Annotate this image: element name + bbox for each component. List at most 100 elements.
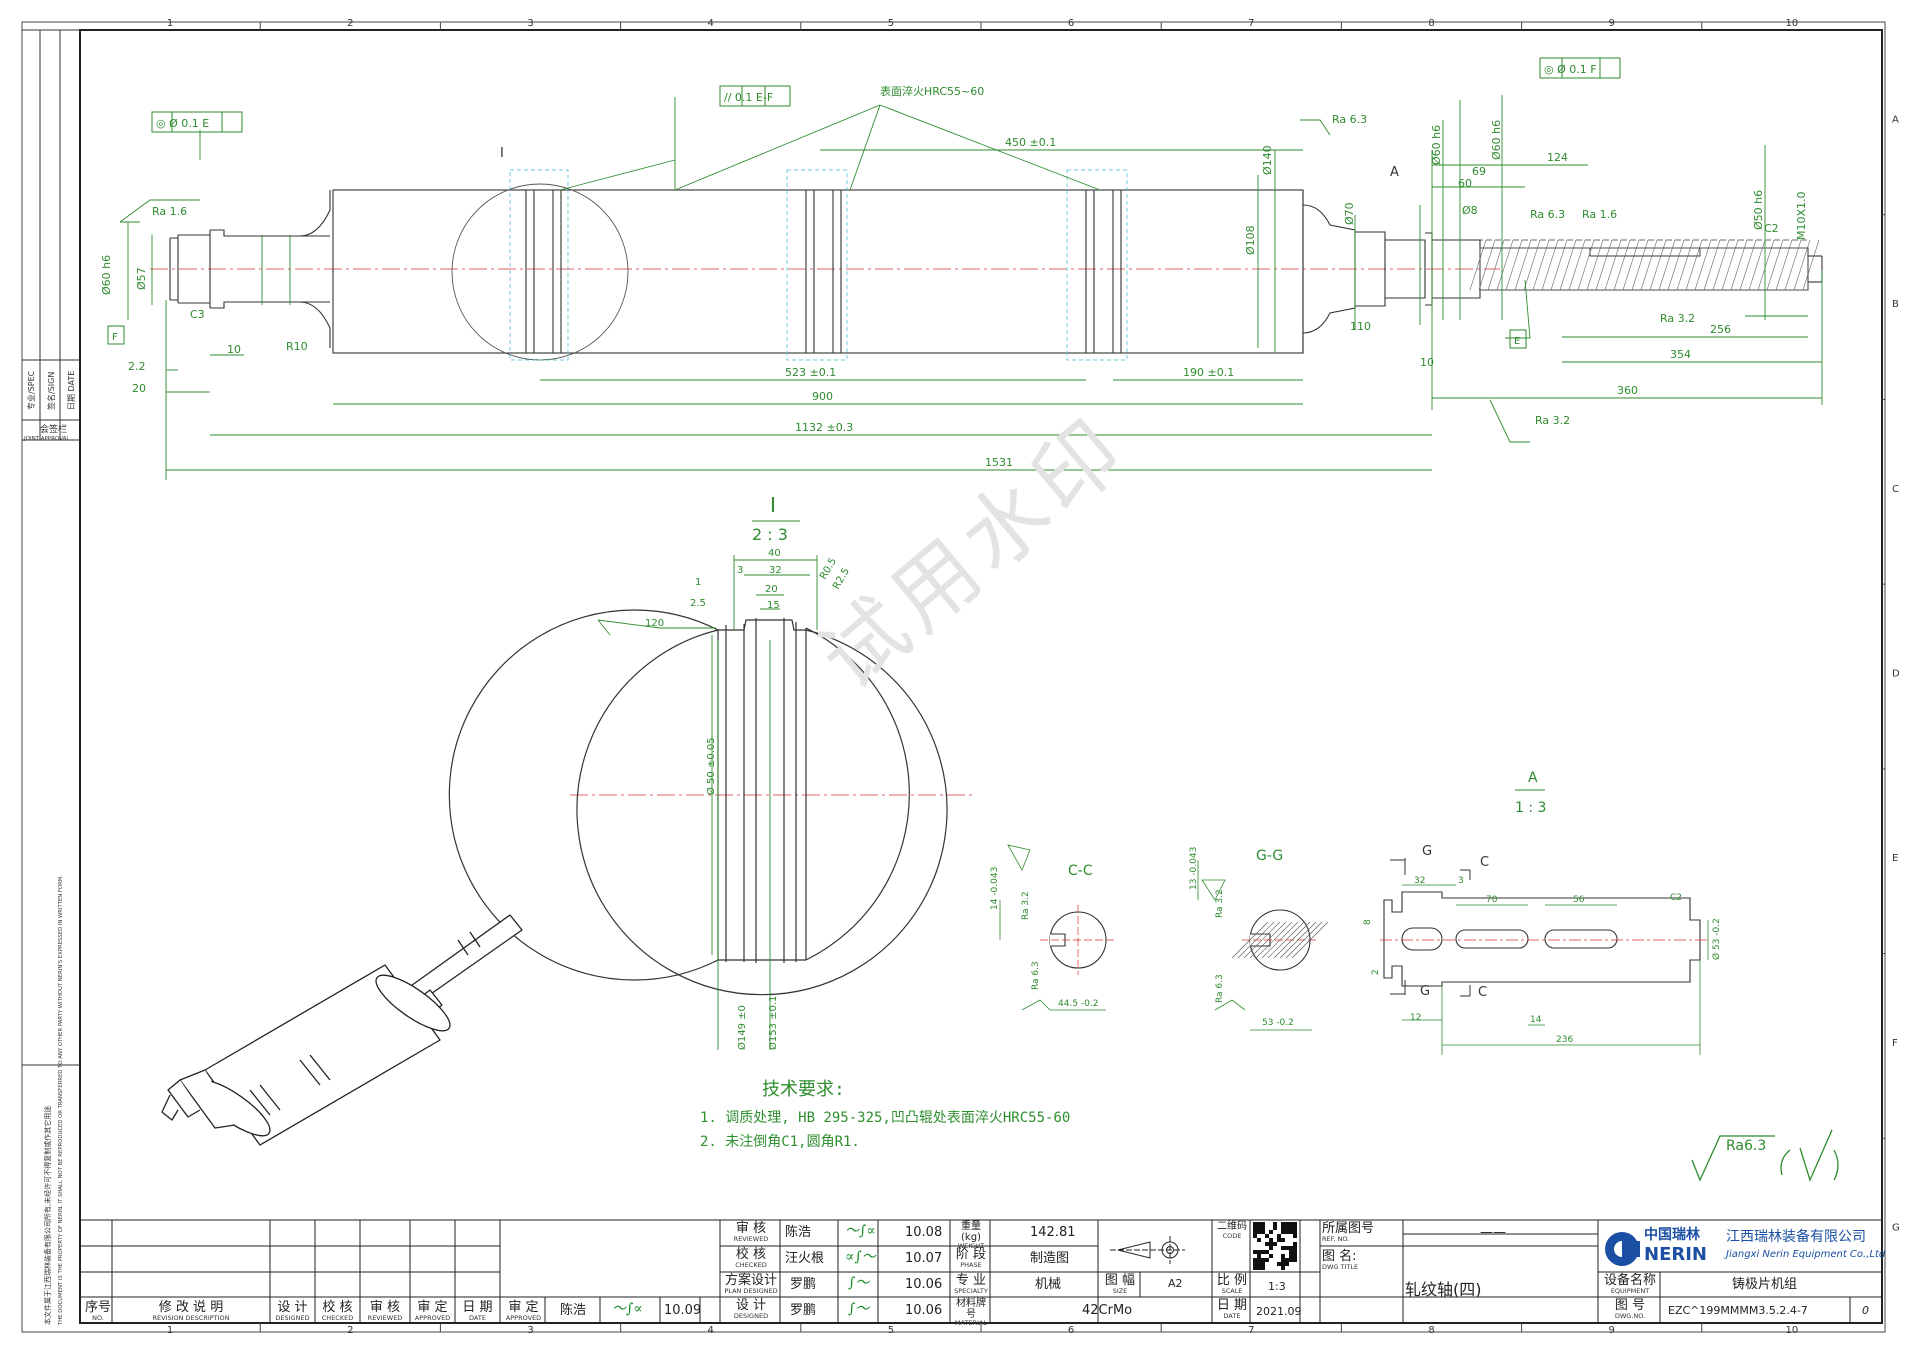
- qr-module: [1257, 1226, 1261, 1230]
- zone-column-2-bottom: 2: [347, 1325, 353, 1336]
- qr-module: [1281, 1238, 1285, 1242]
- checked-signature: ∝∫～: [845, 1249, 876, 1265]
- detail-i-title: I: [770, 493, 776, 517]
- datum-e-box: [1509, 329, 1527, 349]
- detail-dim-120: 120: [645, 618, 664, 629]
- note-item-2: 2. 未注倒角C1,圆角R1.: [700, 1134, 860, 1150]
- view-a-dim-14: 14: [1530, 1015, 1542, 1025]
- specialty-value: 机械: [1035, 1277, 1062, 1292]
- datum-e-label: E: [1514, 336, 1520, 347]
- designed-name: 罗鹏: [790, 1303, 817, 1318]
- checked-date: 10.07: [905, 1251, 943, 1266]
- groove-1: [525, 190, 562, 353]
- zone-row-C: C: [1892, 484, 1899, 495]
- qr-module: [1289, 1230, 1293, 1234]
- hatch-line: [1676, 239, 1694, 291]
- qr-module: [1293, 1234, 1297, 1238]
- note-item-1: 1. 调质处理, HB 295-325,凹凸辊处表面淬火HRC55-60: [700, 1110, 1071, 1126]
- hatch-line: [1613, 239, 1631, 291]
- view-a-dim-32: 32: [1414, 876, 1425, 886]
- dwg-no-value: EZC^199MMMM3.5.2.4-7: [1668, 1304, 1808, 1317]
- hatch-line: [1285, 921, 1323, 959]
- qr-module: [1285, 1226, 1289, 1230]
- side-strip: [22, 29, 80, 1066]
- dim-m10: M10X1.0: [1795, 191, 1808, 240]
- hatch-line: [1541, 239, 1559, 291]
- logo-text-en: NERIN: [1644, 1244, 1707, 1265]
- title-block-grid: [80, 1219, 1882, 1323]
- projection-symbol: [1110, 1236, 1185, 1264]
- view-a-dims: [1402, 884, 1709, 1055]
- hatch-line: [1291, 921, 1329, 959]
- detail-i-marker: I: [500, 146, 504, 161]
- hatch-line: [1550, 239, 1568, 291]
- view-a-dim-3: 3: [1458, 876, 1464, 886]
- zone-column-3-bottom: 3: [527, 1325, 533, 1336]
- hatch-line: [1532, 239, 1550, 291]
- hatch-line: [1649, 239, 1667, 291]
- view-a-marker: A: [1390, 165, 1399, 180]
- qr-module: [1281, 1258, 1285, 1262]
- joint-approval-label: 会签栏: [40, 423, 67, 435]
- gdt-frame-top: [719, 85, 791, 107]
- dim-360: 360: [1617, 384, 1638, 397]
- section-cc-dim-44-5: 44.5 -0.2: [1058, 999, 1098, 1009]
- hatched-section: [1469, 239, 1820, 291]
- qr-module: [1281, 1254, 1285, 1258]
- qr-module: [1269, 1246, 1273, 1250]
- qr-module: [1289, 1222, 1293, 1226]
- approved-signature: ～∫∝: [612, 1301, 643, 1317]
- logo-text-cn: 中国瑞林: [1644, 1227, 1700, 1243]
- zone-column-6-bottom: 6: [1068, 1325, 1074, 1336]
- qr-module: [1261, 1262, 1265, 1266]
- section-gg-dim-53: 53 -0.2: [1262, 1018, 1294, 1028]
- qr-module: [1289, 1258, 1293, 1262]
- view-a-dim-phi: Ø 53 -0.2: [1711, 918, 1722, 960]
- dim-c2: C2: [1764, 222, 1779, 235]
- zone-row-B: B: [1892, 299, 1899, 310]
- dim-phi108: Ø108: [1244, 225, 1257, 255]
- qr-module: [1289, 1254, 1293, 1258]
- hatch-line: [1712, 239, 1730, 291]
- section-gg-dims: [1197, 860, 1312, 1031]
- hatch-line: [1243, 921, 1281, 959]
- plan-designed-name: 罗鹏: [790, 1277, 817, 1292]
- qr-module: [1285, 1262, 1289, 1266]
- qr-module: [1253, 1234, 1257, 1238]
- company-name-en: Jiangxi Nerin Equipment Co.,Ltd: [1726, 1249, 1886, 1260]
- dim-10b: 10: [1420, 356, 1434, 369]
- qr-module: [1293, 1258, 1297, 1262]
- qr-module: [1261, 1266, 1265, 1270]
- dim-190: 190 ±0.1: [1183, 366, 1234, 379]
- roughness-ra63-a: Ra 6.3: [1332, 113, 1367, 126]
- groove-2: [805, 190, 842, 353]
- reviewed-name: 陈浩: [785, 1225, 812, 1240]
- hatch-line: [1703, 239, 1721, 291]
- legal-text-en: THE DOCUMENT IS THE PROPERTY OF NERIN. I…: [58, 875, 64, 1326]
- zone-column-7-bottom: 7: [1248, 1325, 1254, 1336]
- date-value: 2021.09: [1256, 1305, 1302, 1318]
- qr-module: [1265, 1242, 1269, 1246]
- qr-module: [1257, 1258, 1261, 1262]
- qr-module: [1261, 1226, 1265, 1230]
- zone-row-G: G: [1892, 1223, 1900, 1234]
- qr-module: [1253, 1262, 1257, 1266]
- detail-dim-20: 20: [765, 584, 778, 595]
- dim-r10: R10: [286, 340, 308, 353]
- zone-column-4-bottom: 4: [708, 1325, 714, 1336]
- qr-module: [1277, 1234, 1281, 1238]
- hatch-line: [1640, 239, 1658, 291]
- qr-module: [1257, 1262, 1261, 1266]
- qr-code: [1253, 1222, 1297, 1270]
- approved-date: 10.09: [664, 1303, 702, 1318]
- dim-256: 256: [1710, 323, 1731, 336]
- dim-phi140: Ø140: [1261, 145, 1274, 175]
- qr-module: [1293, 1242, 1297, 1246]
